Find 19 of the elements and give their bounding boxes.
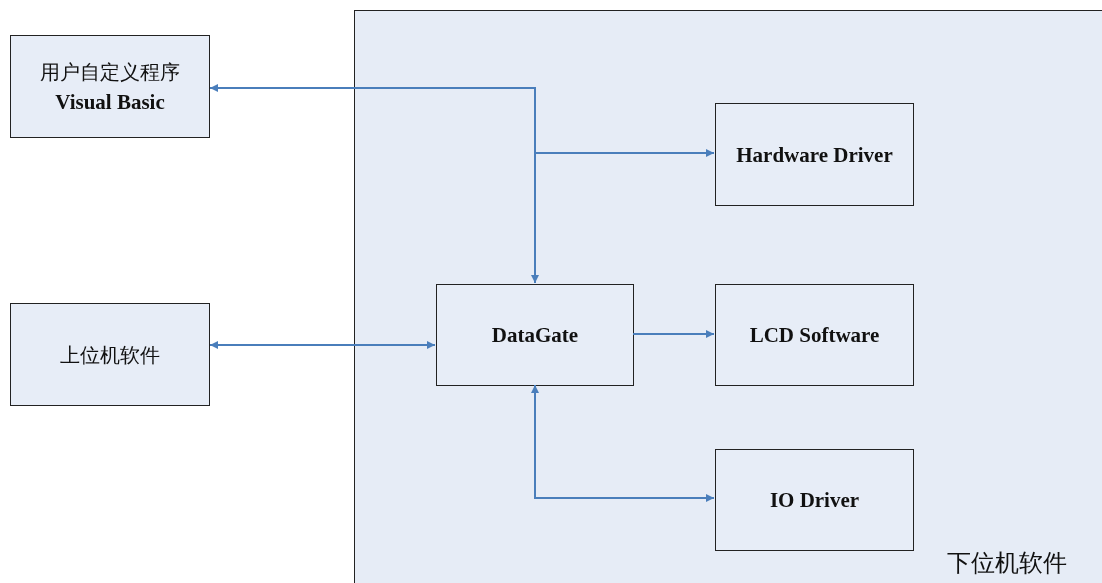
process-box — [715, 103, 914, 206]
arrow — [632, 330, 715, 338]
node-label: LCD Software — [749, 322, 880, 349]
process-box — [715, 449, 914, 551]
node-label: IO Driver — [769, 487, 860, 514]
node-label: DataGate — [491, 322, 579, 349]
arrow — [531, 384, 715, 502]
process-box — [436, 284, 634, 386]
node-label: Visual Basic — [55, 88, 165, 116]
node-label: 用户自定义程序 — [40, 58, 180, 86]
node-label: Hardware Driver — [736, 141, 893, 169]
process-box — [715, 284, 914, 386]
node-label: 上位机软件 — [60, 341, 160, 369]
process-box — [10, 303, 210, 406]
region-panel — [354, 10, 1102, 583]
region-label: 下位机软件 — [947, 548, 1067, 579]
process-box — [10, 35, 210, 138]
arrow — [209, 341, 436, 349]
arrow — [534, 149, 715, 284]
